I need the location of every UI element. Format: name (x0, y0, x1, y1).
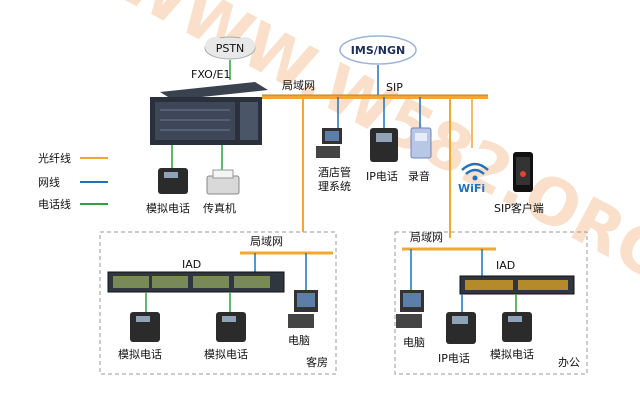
office-pc (396, 290, 424, 328)
hotel-system-label-1: 酒店管 (318, 165, 351, 179)
legend-phone-label: 电话线 (38, 197, 71, 211)
guest-room-area-label: 客房 (306, 355, 328, 369)
pstn-label: PSTN (216, 42, 245, 55)
guest-room-phone-1-label: 模拟电话 (118, 347, 162, 361)
legend-ethernet-label: 网线 (38, 175, 60, 189)
office-lan-label: 局域网 (410, 231, 443, 244)
office-pc-label: 电脑 (403, 336, 425, 349)
recording-label: 录音 (408, 169, 430, 183)
fax-label: 传真机 (203, 201, 236, 215)
office-area-label: 办公 (558, 356, 580, 369)
ims-cloud: IMS/NGN (339, 35, 417, 65)
analog-phone-top-label: 模拟电话 (146, 201, 190, 215)
guest-room-iad-label: IAD (182, 258, 201, 271)
office-analog-phone (502, 312, 532, 342)
ip-phone-top (370, 128, 398, 162)
analog-phone-top (158, 168, 188, 194)
recorder (410, 127, 432, 159)
wifi-icon (461, 162, 489, 181)
ims-label: IMS/NGN (351, 44, 405, 57)
guest-room-pc-label: 电脑 (288, 334, 310, 347)
guest-room-phone-2-label: 模拟电话 (204, 347, 248, 361)
legend: 光纤线 网线 电话线 (38, 151, 108, 211)
pbx-device (150, 82, 268, 145)
fax-machine (206, 169, 240, 195)
wifi-label: WiFi (458, 182, 485, 195)
office-iad-label: IAD (496, 259, 515, 272)
hotel-system-label-2: 理系统 (318, 180, 351, 193)
office-ip-phone (446, 312, 476, 344)
office-phone-label: 模拟电话 (490, 347, 534, 361)
guest-room-pc (288, 290, 318, 328)
office-ip-phone-label: IP电话 (438, 352, 470, 365)
ip-phone-top-label: IP电话 (366, 170, 398, 183)
sip-label: SIP (386, 81, 403, 94)
office-iad (459, 275, 575, 295)
lan-top-label: 局域网 (282, 79, 315, 92)
guest-room-phone-1 (130, 312, 160, 342)
guest-room-iad (107, 271, 285, 293)
pstn-cloud: PSTN (204, 36, 256, 60)
legend-fiber-label: 光纤线 (38, 151, 71, 165)
office-area (394, 231, 588, 375)
sip-client-label: SIP客户端 (494, 201, 544, 215)
guest-room-phone-2 (216, 312, 246, 342)
pbx-label: FXO/E1 (191, 68, 230, 81)
hotel-system-pc (316, 128, 342, 158)
guest-room-lan-label: 局域网 (250, 235, 283, 248)
sip-client-phone (513, 152, 533, 192)
